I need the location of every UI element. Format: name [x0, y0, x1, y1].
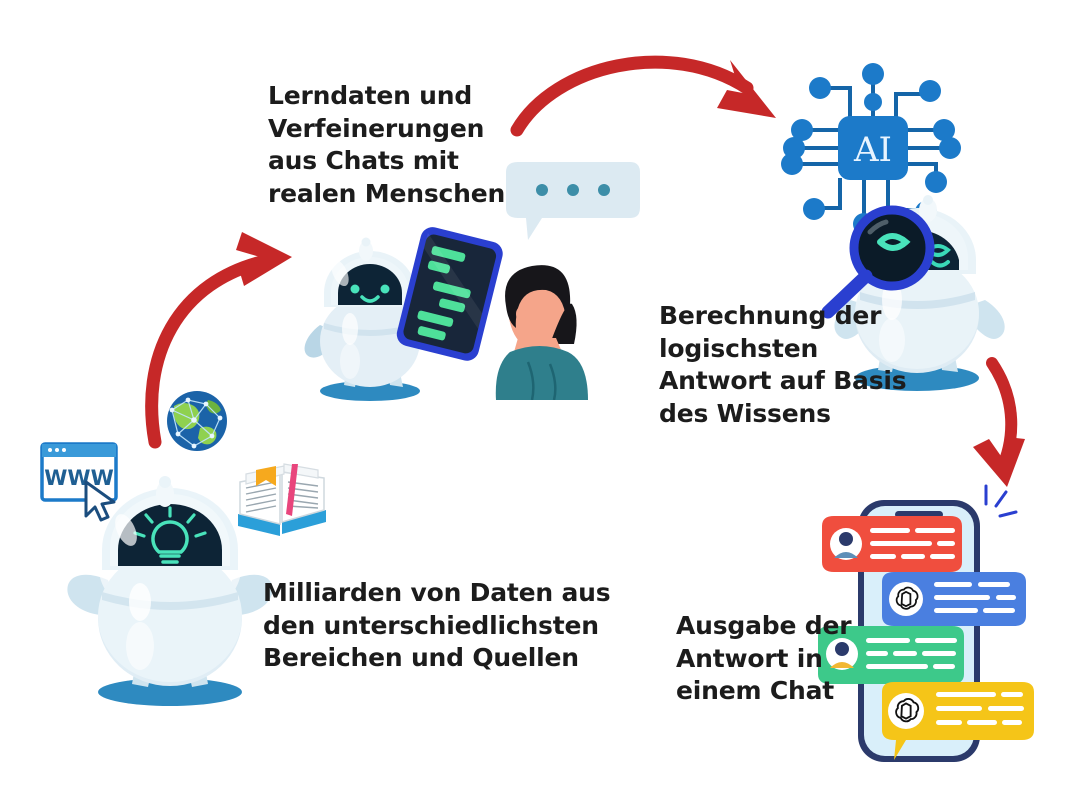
arrow-ai-to-output	[973, 357, 1025, 487]
arrow-learning-to-ai	[510, 55, 776, 137]
label-data-sources: Milliarden von Daten aus den unterschied…	[263, 578, 611, 672]
globe-network-icon	[167, 391, 227, 451]
speech-bubble-dots	[506, 162, 640, 240]
browser-www-icon: WWW	[40, 442, 118, 522]
bubble-user-red	[822, 516, 962, 590]
bubble-ai-yellow	[882, 682, 1034, 760]
sparkle-lines	[984, 484, 1018, 518]
ai-chip-icon: AI	[781, 63, 961, 235]
robot-tablet	[304, 227, 503, 401]
person-chatting	[495, 265, 588, 400]
label-calculation: Berechnung der logischsten Antwort auf B…	[659, 301, 907, 428]
ai-chip-label: AI	[853, 130, 892, 170]
browser-www-label: WWW	[44, 466, 114, 490]
label-output: Ausgabe der Antwort in einem Chat	[676, 611, 852, 705]
label-learning: Lerndaten und Verfeinerungen aus Chats m…	[268, 81, 506, 208]
robot-knowledge	[67, 476, 273, 706]
open-book-icon	[238, 463, 326, 536]
robot-search	[821, 195, 1005, 391]
phone-chat	[818, 484, 1034, 762]
arrow-data-to-learning	[145, 232, 292, 449]
